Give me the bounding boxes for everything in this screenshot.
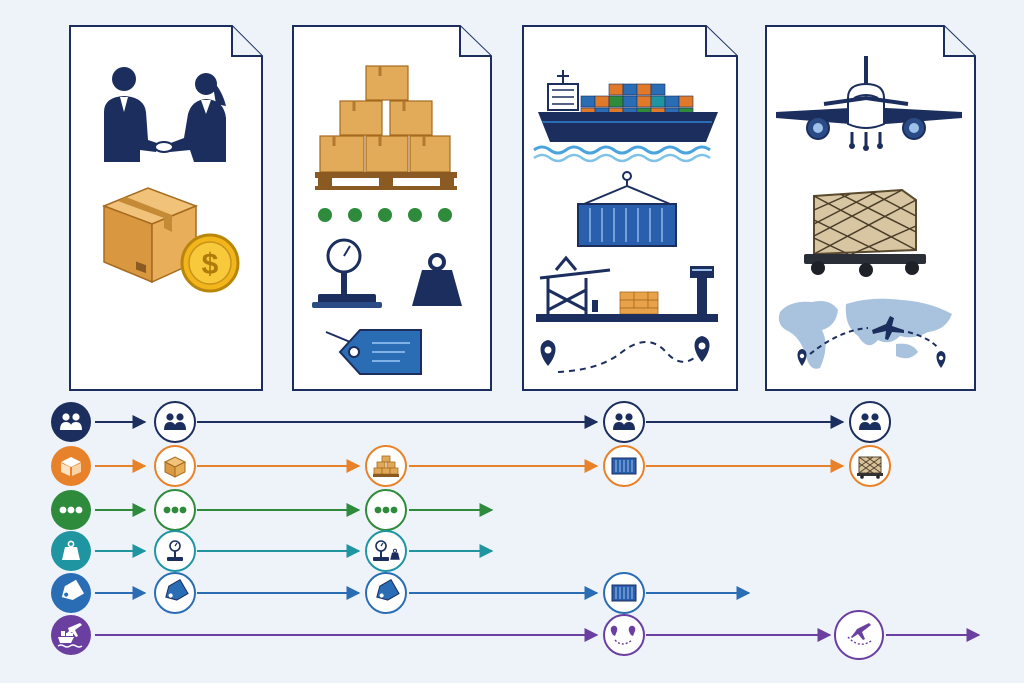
lane-badge-goods: [51, 446, 91, 486]
parcel-icon: [101, 187, 199, 284]
netted-cargo-icon: [804, 188, 926, 277]
tag-node: [154, 572, 196, 614]
dots-node: [154, 489, 196, 531]
pallet-boxes-icon: [315, 65, 457, 190]
lane-weight: [51, 530, 494, 572]
weight-icon: [412, 253, 462, 306]
container-node: [603, 572, 645, 614]
cargo-ship-icon: [533, 70, 718, 163]
lane-badge-labeling: [51, 573, 91, 613]
hoisted-container-icon: [577, 171, 677, 247]
world-map-route-icon: [778, 298, 952, 369]
people-node: [849, 401, 891, 443]
airplane-icon: [776, 56, 962, 151]
svg-text:$: $: [202, 248, 219, 281]
tag-node: [365, 572, 407, 614]
people-node: [603, 401, 645, 443]
lane-transport: [51, 610, 981, 660]
route-pins-icon: [540, 336, 710, 373]
lane-goods: [51, 445, 891, 487]
scale-icon: [312, 238, 382, 308]
air-freight-document: [765, 25, 976, 391]
lane-badge-transport: [51, 615, 91, 655]
lane-badge-parties: [51, 402, 91, 442]
lane-packing: [51, 489, 494, 531]
ocean-freight-document: [522, 25, 738, 391]
agreement-document: $: [69, 25, 263, 391]
people-node: [154, 401, 196, 443]
route-node: [603, 614, 645, 656]
handshake-icon: [104, 67, 226, 162]
cargo-prep-document: [292, 25, 492, 391]
lane-labeling: [51, 572, 751, 614]
stacked-boxes-node: [365, 445, 407, 487]
netted-cargo-node: [849, 445, 891, 487]
port-terminal-icon: [536, 255, 718, 322]
plane-route-node: [834, 610, 884, 660]
container-node: [603, 445, 645, 487]
lane-badge-packing: [51, 490, 91, 530]
lane-parties: [51, 401, 891, 443]
price-tag-icon: [325, 329, 422, 375]
dollar-coin-icon: $: [180, 233, 240, 293]
box-node: [154, 445, 196, 487]
scale-node: [154, 530, 196, 572]
dots-node: [365, 489, 407, 531]
lane-badge-weight: [51, 531, 91, 571]
dot-row-icon: [318, 208, 452, 222]
scale-weight-node: [365, 530, 407, 572]
